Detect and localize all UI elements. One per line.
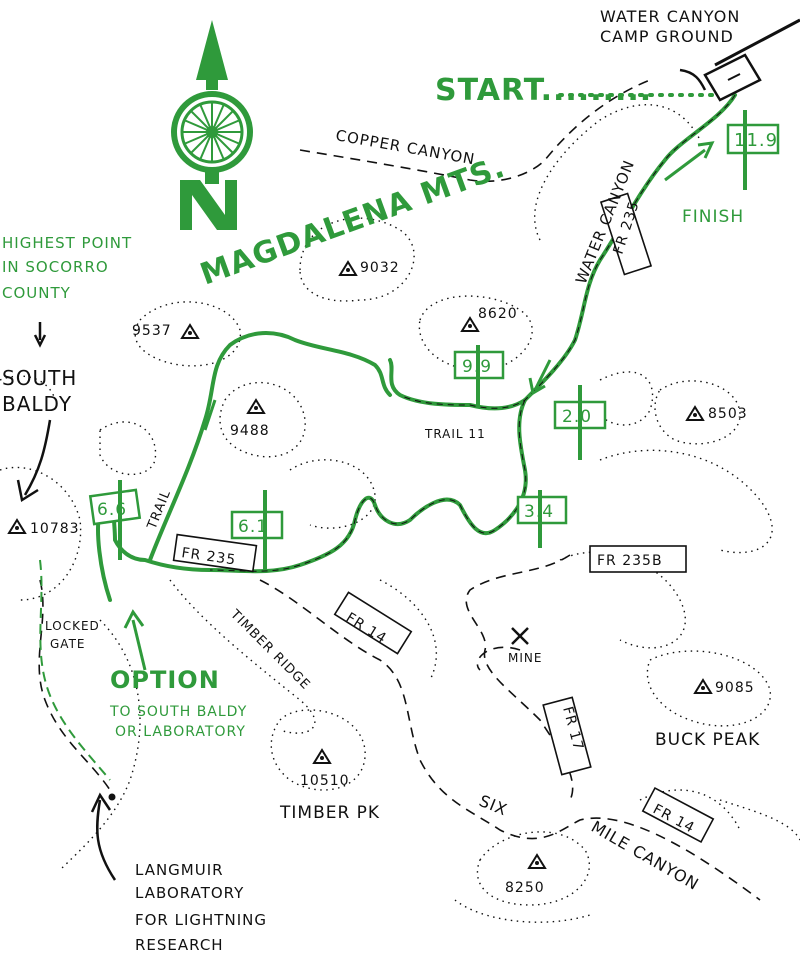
road-signs xyxy=(172,192,715,844)
camp-label-1: WATER CANYON xyxy=(600,7,740,26)
locked-gate-2: GATE xyxy=(50,637,86,651)
mine-icon xyxy=(511,627,529,645)
pointer-arrows xyxy=(16,68,707,881)
mile-9-9: 9.9 xyxy=(462,357,492,377)
triangle-summit-icon xyxy=(527,853,547,869)
langmuir-4: RESEARCH xyxy=(135,936,224,954)
peak-10510: 10510 xyxy=(300,773,350,789)
mile-3-4: 3.4 xyxy=(524,502,554,522)
triangle-summit-icon xyxy=(7,518,27,534)
roads-and-canyons xyxy=(38,79,761,901)
triangle-summit-icon xyxy=(338,260,358,276)
highest-point-2: IN SOCORRO xyxy=(2,258,109,276)
buck-peak-label: BUCK PEAK xyxy=(655,730,760,750)
option-line1: TO SOUTH BALDY xyxy=(109,704,247,720)
peak-9488: 9488 xyxy=(230,423,270,439)
triangle-summit-icon xyxy=(246,398,266,414)
timber-ridge-label: TIMBER RIDGE xyxy=(226,607,313,694)
triangle-summit-icon xyxy=(685,405,705,421)
six-label: SIX xyxy=(477,791,511,819)
camp-ground-icon xyxy=(703,18,800,102)
peak-8620: 8620 xyxy=(478,306,518,322)
triangle-summit-icon xyxy=(460,316,480,332)
locked-gate-1: LOCKED xyxy=(45,619,100,633)
mine-label: MINE xyxy=(508,651,542,665)
camp-label-2: CAMP GROUND xyxy=(600,27,734,46)
peak-10783: 10783 xyxy=(30,521,80,537)
fr235-mid: FR 235 xyxy=(180,545,237,568)
peak-8503: 8503 xyxy=(708,406,748,422)
trail-11-label: TRAIL 11 xyxy=(424,427,486,441)
option-title: OPTION xyxy=(110,666,220,694)
highest-point-1: HIGHEST POINT xyxy=(2,234,132,252)
highest-point-3: COUNTY xyxy=(2,284,71,302)
mile-6-6: 6.6 xyxy=(97,500,127,520)
south-baldy-1: SOUTH xyxy=(2,366,77,390)
langmuir-1: LANGMUIR xyxy=(135,861,224,879)
peak-8250: 8250 xyxy=(505,880,545,896)
langmuir-2: LABORATORY xyxy=(135,884,244,902)
peak-9032: 9032 xyxy=(360,260,400,276)
finish-label: FINISH xyxy=(682,207,744,227)
mile-6-1: 6.1 xyxy=(238,517,268,537)
mile-11-9: 11.9 xyxy=(734,130,778,151)
mileage-signs xyxy=(88,110,780,570)
copper-canyon-label: COPPER CANYON xyxy=(334,126,476,168)
start-label: START......... xyxy=(435,73,652,108)
peak-9085: 9085 xyxy=(715,680,755,696)
north-arrow-wheel-icon xyxy=(171,20,253,230)
triangle-summit-icon xyxy=(693,678,713,694)
fr235b: FR 235B xyxy=(597,553,663,569)
hiking-trail xyxy=(39,93,737,781)
south-baldy-2: BALDY xyxy=(2,392,72,416)
peak-markers xyxy=(7,260,713,869)
mile-2-0: 2.0 xyxy=(562,407,592,427)
timber-pk-label: TIMBER PK xyxy=(279,803,380,823)
triangle-summit-icon xyxy=(180,323,200,339)
triangle-summit-icon xyxy=(312,748,332,764)
peak-9537: 9537 xyxy=(132,323,172,339)
terrain-hachures xyxy=(0,104,800,923)
option-line2: OR LABORATORY xyxy=(115,724,246,740)
langmuir-3: FOR LIGHTNING xyxy=(135,911,267,929)
direction-arrows xyxy=(123,141,715,671)
